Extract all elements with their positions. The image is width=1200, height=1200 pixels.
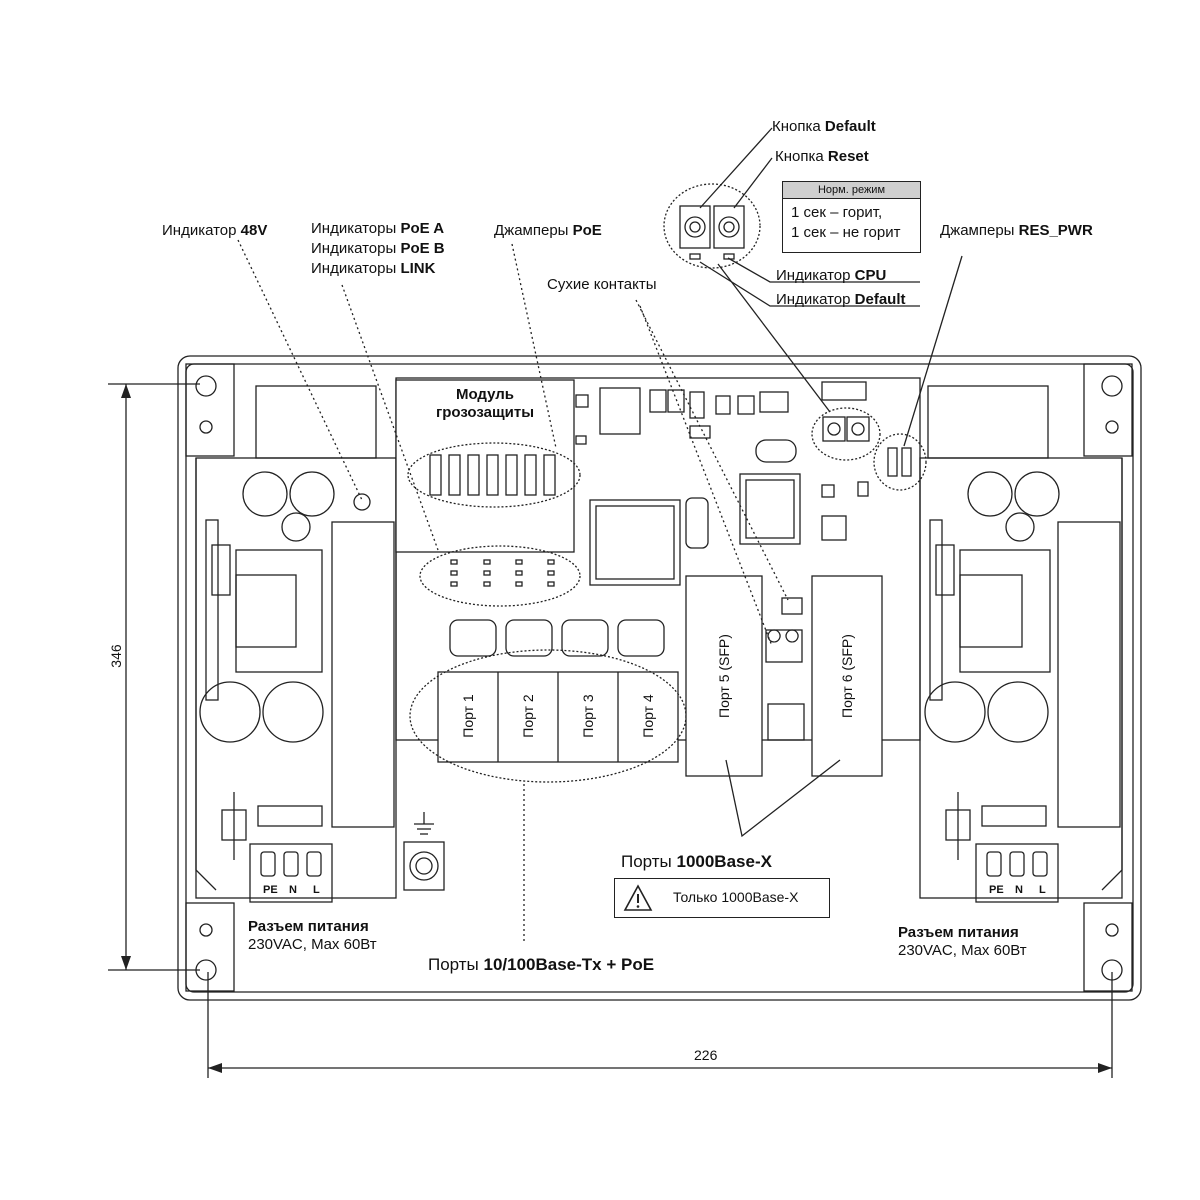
cpu-chip — [589, 499, 681, 586]
dimension-height: 346 — [108, 644, 124, 668]
port-4-label: Порт 4 — [640, 694, 656, 738]
poe-led-group — [450, 559, 555, 587]
pin-l-left: L — [313, 884, 320, 896]
label-button-reset: Кнопка Reset — [775, 148, 869, 165]
power-left-label: Разъем питания 230VAC, Max 60Вт — [248, 918, 377, 953]
pin-pe-left: PE — [263, 884, 278, 896]
power-right-label: Разъем питания 230VAC, Max 60Вт — [898, 924, 1027, 959]
port-5-sfp-label: Порт 5 (SFP) — [716, 634, 732, 718]
label-button-default: Кнопка Default — [772, 118, 876, 135]
warning-box: Только 1000Base-X — [614, 878, 830, 918]
dimension-width: 226 — [694, 1047, 718, 1063]
port-3-label: Порт 3 — [580, 694, 596, 738]
ground-bolt — [409, 851, 439, 881]
pin-pe-right: PE — [989, 884, 1004, 896]
power-terminal-right — [975, 843, 1059, 903]
mode-box: Норм. режим 1 сек – горит, 1 сек – не го… — [782, 181, 921, 253]
label-dry-contacts: Сухие контакты — [547, 276, 657, 293]
label-ports-1000base-x: Порты 1000Base-X — [621, 852, 772, 871]
label-indicator-cpu: Индикатор CPU — [776, 267, 887, 284]
power-terminal-left — [249, 843, 333, 903]
pin-l-right: L — [1039, 884, 1046, 896]
sfp-port-5 — [685, 575, 763, 777]
poe-jumpers — [429, 454, 556, 496]
label-indicators-poe-a: Индикаторы PoE A — [311, 220, 445, 237]
port-1-label: Порт 1 — [460, 694, 476, 738]
mode-line-2: 1 сек – не горит — [791, 224, 901, 241]
warning-text: Только 1000Base-X — [673, 889, 799, 905]
sfp-port-6 — [811, 575, 883, 777]
mode-line-1: 1 сек – горит, — [791, 204, 883, 221]
label-indicator-48v: Индикатор 48V — [162, 222, 268, 239]
mount-hole-tr — [1101, 375, 1123, 397]
label-indicators-link: Индикаторы LINK — [311, 260, 436, 277]
mode-box-header: Норм. режим — [783, 182, 920, 199]
label-jumpers-res-pwr: Джамперы RES_PWR — [940, 222, 1093, 239]
enclosure-inner — [185, 363, 1134, 993]
port-2-label: Порт 2 — [520, 694, 536, 738]
pin-n-left: N — [289, 884, 297, 896]
label-indicators-poe-b: Индикаторы PoE B — [311, 240, 445, 257]
pin-n-right: N — [1015, 884, 1023, 896]
label-indicator-default: Индикатор Default — [776, 291, 906, 308]
warning-icon — [623, 884, 653, 911]
surge-module-title: Модуль грозозащиты — [435, 386, 535, 421]
label-jumpers-poe: Джамперы PoE — [494, 222, 602, 239]
port-6-sfp-label: Порт 6 (SFP) — [839, 634, 855, 718]
label-ports-10-100: Порты 10/100Base-Tx + PoE — [428, 955, 655, 974]
enclosure-outer — [177, 355, 1142, 1001]
mount-hole-tl — [195, 375, 217, 397]
